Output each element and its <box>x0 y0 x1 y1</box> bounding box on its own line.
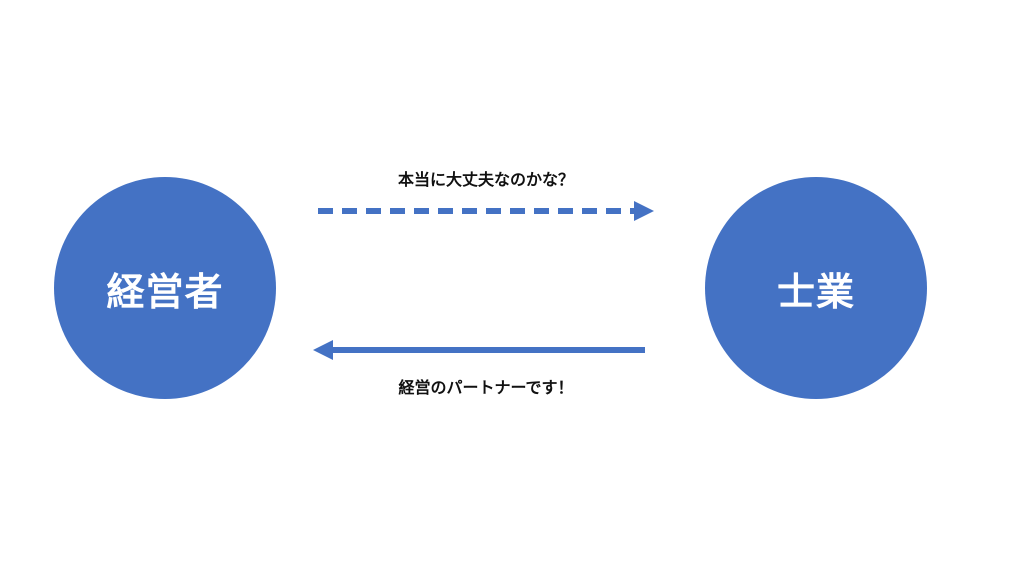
node-keieisha-label: 経営者 <box>106 269 224 314</box>
solid-arrow-left <box>313 340 645 360</box>
edge-bottom-label: 経営のパートナーです！ <box>398 378 574 397</box>
edge-top-label: 本当に大丈夫なのかな？ <box>397 170 574 189</box>
arrow-head-left-icon <box>313 340 333 360</box>
arrow-head-right-icon <box>634 201 654 221</box>
node-keieisha: 経営者 <box>54 177 276 399</box>
node-shigyo: 士業 <box>705 177 927 399</box>
dashed-arrow-right <box>318 201 654 221</box>
node-shigyo-label: 士業 <box>776 269 855 314</box>
